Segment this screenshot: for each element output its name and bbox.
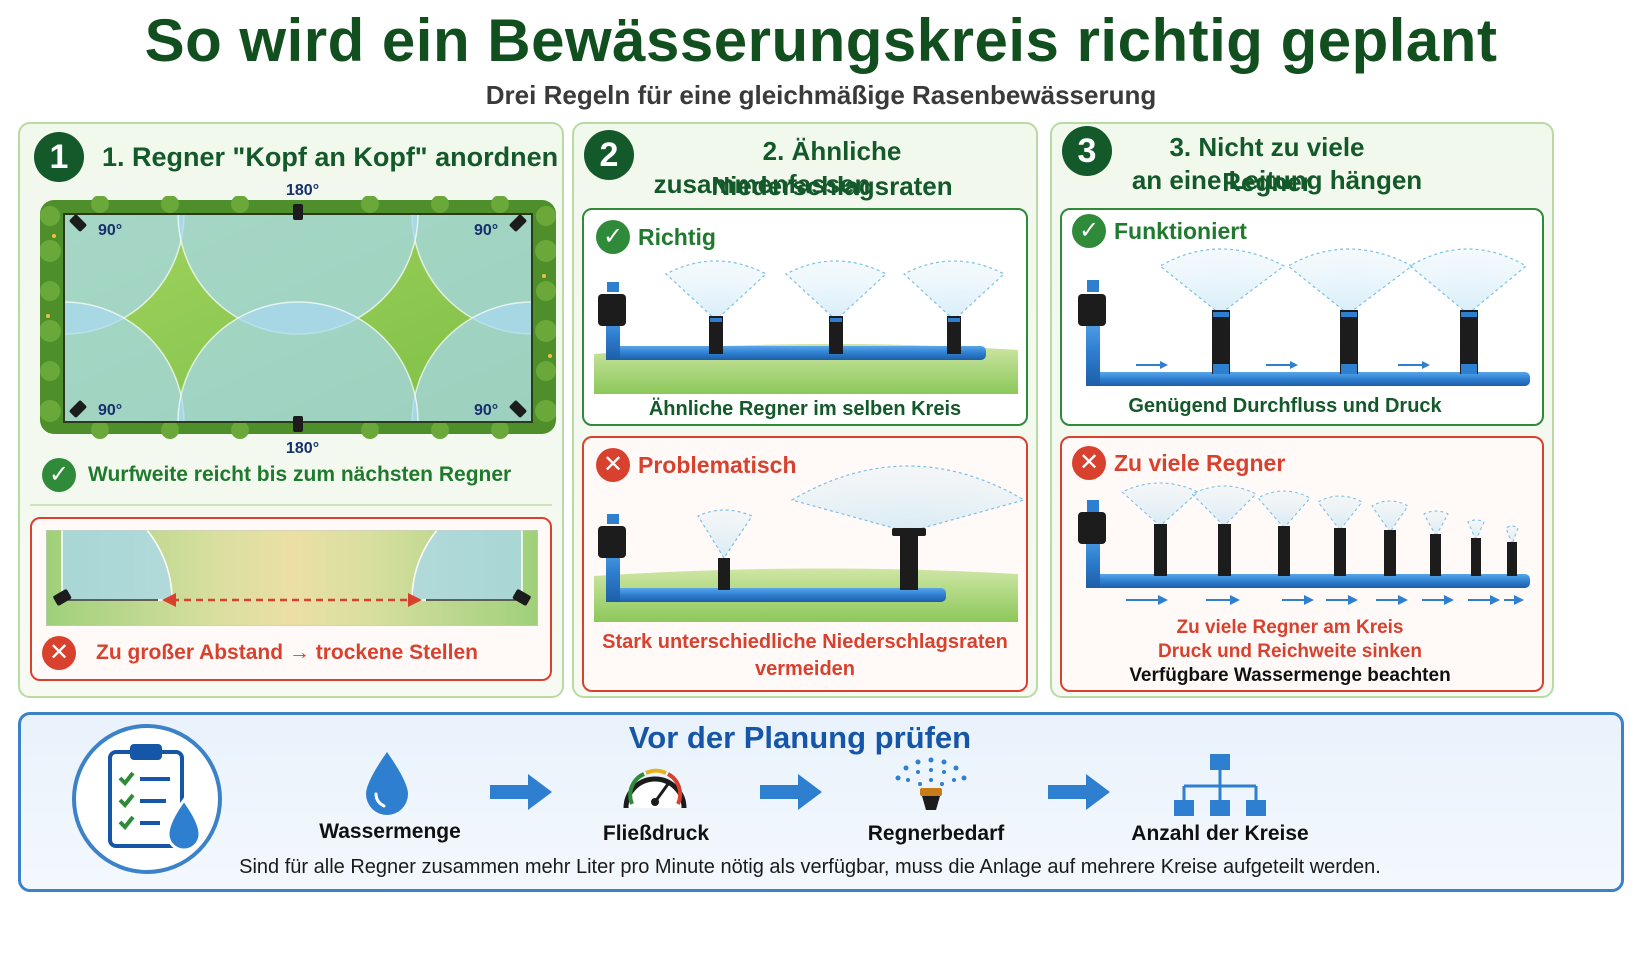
sprinkler-icon bbox=[888, 756, 974, 812]
similar-sprinklers-diagram bbox=[594, 250, 1018, 394]
angle-label-top-left: 90° bbox=[98, 222, 123, 239]
rule-2-heading-line2: zusammenfassen bbox=[653, 169, 871, 199]
hierarchy-icon bbox=[1172, 752, 1268, 818]
cross-icon: ✕ bbox=[42, 636, 76, 670]
arrow-right-icon bbox=[760, 774, 822, 810]
planning-checklist-box bbox=[18, 712, 1624, 892]
step-label-wassermenge: Wassermenge bbox=[319, 820, 461, 843]
rule-3-bad-caption-line3: Verfügbare Wassermenge beachten bbox=[1129, 665, 1451, 686]
angle-label-bottom-left: 90° bbox=[98, 402, 123, 419]
rule-2-ok-caption: Ähnliche Regner im selben Kreis bbox=[648, 398, 962, 420]
angle-label-bottom-mid: 180° bbox=[286, 440, 320, 457]
divider bbox=[30, 504, 552, 506]
rule-3-ok-label: Funktioniert bbox=[1114, 218, 1247, 244]
step-label-regnerbedarf: Regnerbedarf bbox=[867, 822, 1005, 845]
rule-3-bad-label: Zu viele Regner bbox=[1114, 450, 1286, 476]
rule-3-bad-box bbox=[1060, 436, 1544, 692]
rule-3-heading-line2: an eine Leitung hängen bbox=[1131, 165, 1423, 195]
check-icon: ✓ bbox=[596, 220, 630, 254]
cross-icon: ✕ bbox=[596, 448, 630, 482]
rule-2-heading-line1: 2. Ähnliche Niederschlagsraten bbox=[711, 136, 953, 201]
check-icon: ✓ bbox=[1072, 214, 1106, 248]
rule-3-heading-line1: 3. Nicht zu viele Regner bbox=[1169, 132, 1365, 197]
gap-diagram bbox=[46, 530, 538, 626]
cross-icon: ✕ bbox=[1072, 446, 1106, 480]
page-title: So wird ein Bewässerungskreis richtig ge… bbox=[144, 7, 1498, 74]
step-label-fliessdruck: Fließdruck bbox=[602, 822, 710, 845]
water-drop-icon bbox=[362, 750, 412, 816]
rule-1-number: 1 bbox=[34, 132, 84, 182]
check-icon: ✓ bbox=[42, 458, 76, 492]
checklist-note: Sind für alle Regner zusammen mehr Liter… bbox=[239, 856, 1381, 878]
working-circuit-diagram bbox=[1074, 244, 1536, 394]
flow-arrows-row bbox=[1120, 592, 1530, 608]
angle-label-top-right: 90° bbox=[474, 222, 499, 239]
rule-3-ok-caption: Genügend Durchfluss und Druck bbox=[1128, 395, 1442, 417]
rule-2-bad-caption-line2: vermeiden bbox=[754, 658, 856, 680]
rule-2-number: 2 bbox=[584, 130, 634, 180]
page-subtitle: Drei Regeln für eine gleichmäßige Rasenb… bbox=[485, 80, 1157, 110]
arrow-right-icon bbox=[490, 774, 552, 810]
clipboard-icon bbox=[70, 722, 224, 876]
rule-3-number: 3 bbox=[1062, 126, 1112, 176]
rule-1-heading: 1. Regner "Kopf an Kopf" anordnen bbox=[102, 142, 559, 172]
rule-2-bad-box bbox=[582, 436, 1028, 692]
rule-1-ok-text: Wurfweite reicht bis zum nächsten Regner bbox=[88, 463, 512, 486]
rule-2-ok-label: Richtig bbox=[638, 224, 716, 250]
lawn-layout-diagram bbox=[40, 196, 556, 440]
step-label-anzahl-kreise: Anzahl der Kreise bbox=[1131, 822, 1309, 845]
rule-3-bad-caption-line1: Zu viele Regner am Kreis bbox=[1176, 617, 1404, 638]
mixed-sprinklers-diagram bbox=[594, 462, 1026, 622]
rule-2-bad-label: Problematisch bbox=[638, 452, 797, 478]
angle-label-bottom-right: 90° bbox=[474, 402, 499, 419]
rule-3-bad-caption-line2: Druck und Reichweite sinken bbox=[1158, 641, 1422, 662]
pressure-gauge-icon bbox=[620, 758, 690, 818]
rule-2-bad-caption-line1: Stark unterschiedliche Niederschlagsrate… bbox=[602, 631, 1008, 653]
checklist-title: Vor der Planung prüfen bbox=[628, 720, 972, 755]
rule-1-bad-text: Zu großer Abstand → trockene Stellen bbox=[96, 641, 478, 664]
angle-label-top-mid: 180° bbox=[286, 182, 320, 199]
overloaded-circuit-diagram bbox=[1074, 478, 1536, 610]
arrow-right-icon bbox=[1048, 774, 1110, 810]
